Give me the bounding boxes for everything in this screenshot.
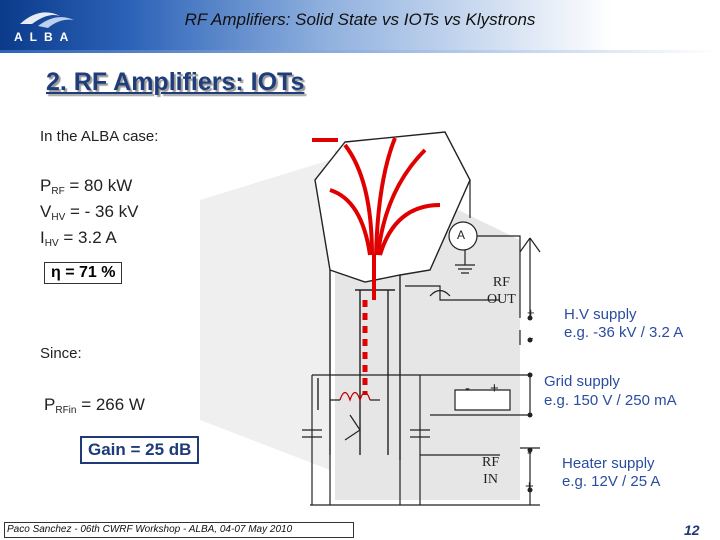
grid-supply-label: Grid supply e.g. 150 V / 250 mA [544, 372, 677, 410]
electron-beam [329, 137, 441, 300]
grid-supply-title: Grid supply [544, 373, 620, 390]
hv-minus: - [529, 330, 534, 345]
rf-out-label: RF OUT [487, 274, 516, 308]
hv-supply-title: H.V supply [564, 306, 637, 323]
page-number: 12 [684, 522, 700, 538]
ihv-line: IHV = 3.2 A [40, 228, 117, 249]
heater-supply-label: Heater supply e.g. 12V / 25 A [562, 455, 660, 491]
header-rule [0, 50, 720, 53]
rf-in-label: RF IN [482, 454, 499, 488]
header-title: RF Amplifiers: Solid State vs IOTs vs Kl… [184, 10, 536, 29]
shading-left [200, 160, 330, 470]
since-label: Since: [40, 345, 82, 362]
prf-line: PRF = 80 kW [40, 176, 133, 197]
logo-text: ALBA [14, 30, 76, 44]
heater-minus: - [527, 444, 532, 461]
rf-in-line2: IN [483, 472, 498, 487]
grid-minus: - [465, 380, 470, 397]
prfin-line: PRFin = 266 W [44, 395, 145, 416]
grid-supply-value: e.g. 150 V / 250 mA [544, 392, 677, 409]
header-bar: ALBA RF Amplifiers: Solid State vs IOTs … [0, 0, 720, 50]
hv-plus: + [527, 305, 535, 320]
slide-title: 2. RF Amplifiers: IOTs [46, 68, 305, 96]
efficiency-box: η = 71 % [44, 262, 123, 284]
alba-case-label: In the ALBA case: [40, 128, 159, 145]
hv-circuit [405, 180, 541, 345]
rf-out-line1: RF [492, 275, 510, 290]
vhv-line: VHV = - 36 kV [40, 202, 139, 223]
hv-supply-label: H.V supply e.g. -36 kV / 3.2 A [564, 306, 683, 342]
alba-logo-icon [20, 12, 74, 28]
grid-plus: + [490, 380, 499, 397]
rf-in-line1: RF [482, 455, 500, 470]
rf-out-line2: OUT [487, 292, 516, 307]
grid-circuit [302, 374, 531, 506]
footer-text: Paco Sanchez - 06th CWRF Workshop - ALBA… [4, 522, 354, 538]
heater-supply-title: Heater supply [562, 455, 655, 472]
hv-supply-value: e.g. -36 kV / 3.2 A [564, 324, 684, 341]
heater-supply-value: e.g. 12V / 25 A [562, 473, 661, 490]
gain-box: Gain = 25 dB [80, 436, 200, 464]
heater-plus: + [525, 478, 534, 495]
junction-dots [527, 315, 533, 493]
parameters-block: PRF = 80 kW VHV = - 36 kV IHV = 3.2 A [40, 176, 138, 254]
ammeter-label: A [457, 228, 466, 242]
tube-outline [314, 131, 471, 460]
